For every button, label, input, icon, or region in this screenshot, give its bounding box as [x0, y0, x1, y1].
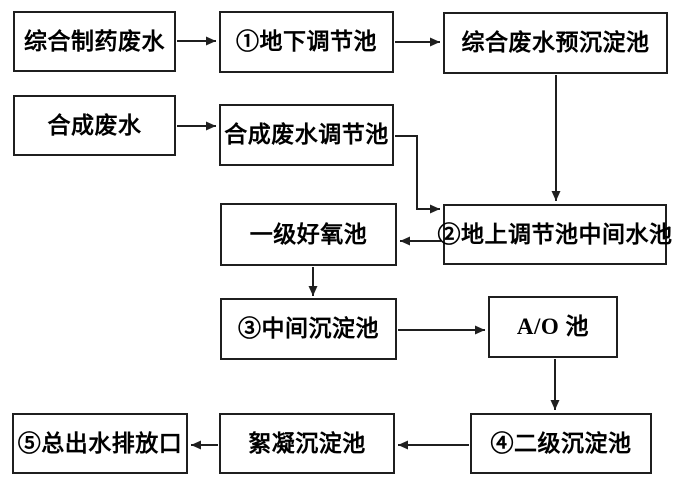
flow-node-comprehensive-presedimentation: 综合废水预沉淀池 [443, 12, 668, 74]
flow-node-comprehensive-pharma-wastewater: 综合制药废水 [13, 11, 176, 72]
flow-node-aboveground-regulating-tank: ②地上调节池中间水池 [438, 204, 672, 265]
flow-node-flocculation-sedimentation: 絮凝沉淀池 [219, 413, 395, 474]
flow-node-synthetic-regulating-tank: 合成废水调节池 [219, 104, 394, 166]
flow-node-intermediate-sedimentation: ③中间沉淀池 [220, 298, 397, 360]
flow-node-underground-regulating-tank: ①地下调节池 [219, 11, 394, 73]
flow-node-ao-tank: A/O 池 [488, 296, 618, 358]
flow-node-secondary-sedimentation: ④二级沉淀池 [470, 413, 652, 474]
flow-node-total-outlet-discharge: ⑤总出水排放口 [12, 413, 188, 474]
flow-node-synthetic-wastewater: 合成废水 [13, 95, 176, 156]
flow-node-primary-aerobic-tank: 一级好氧池 [220, 203, 397, 266]
